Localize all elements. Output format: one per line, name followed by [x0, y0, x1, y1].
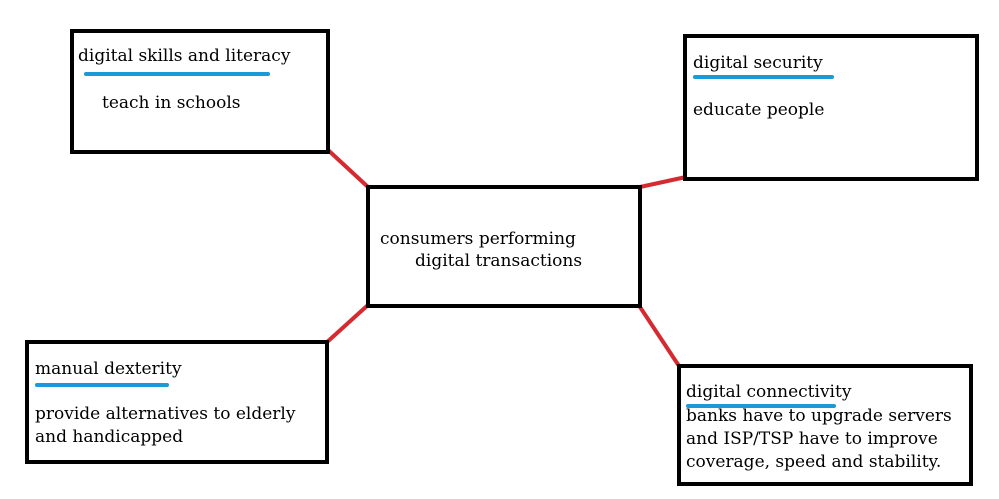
node-title: digital skills and literacy	[78, 46, 291, 66]
title-underline	[693, 75, 834, 79]
node-manual-dexterity: manual dexterity provide alternatives to…	[25, 340, 329, 464]
connector-dexterity	[324, 303, 370, 345]
center-text-line-1: consumers performing	[380, 229, 576, 249]
node-title: manual dexterity	[35, 359, 182, 379]
title-underline	[35, 383, 169, 387]
node-title: digital security	[693, 53, 823, 73]
node-text-line-2: and ISP/TSP have to improve	[686, 429, 938, 449]
node-title: digital connectivity	[686, 382, 852, 402]
connector-connectivity	[638, 305, 681, 368]
node-text-line-3: coverage, speed and stability.	[686, 452, 942, 472]
connector-skills	[326, 148, 370, 189]
node-text: teach in schools	[102, 93, 241, 113]
center-text-line-2: digital transactions	[415, 251, 583, 271]
node-digital-connectivity: digital connectivity banks have to upgra…	[677, 364, 973, 486]
node-text-line-1: banks have to upgrade servers	[686, 406, 952, 426]
connector-security	[638, 175, 688, 189]
center-node: consumers performing digital transaction…	[366, 185, 642, 308]
node-text-line-1: provide alternatives to elderly	[35, 404, 296, 424]
node-text: educate people	[693, 100, 825, 120]
node-digital-skills: digital skills and literacy teach in sch…	[70, 29, 330, 154]
title-underline	[686, 404, 836, 408]
node-text-line-2: and handicapped	[35, 427, 184, 447]
title-underline	[84, 72, 270, 76]
node-digital-security: digital security educate people	[683, 34, 979, 181]
